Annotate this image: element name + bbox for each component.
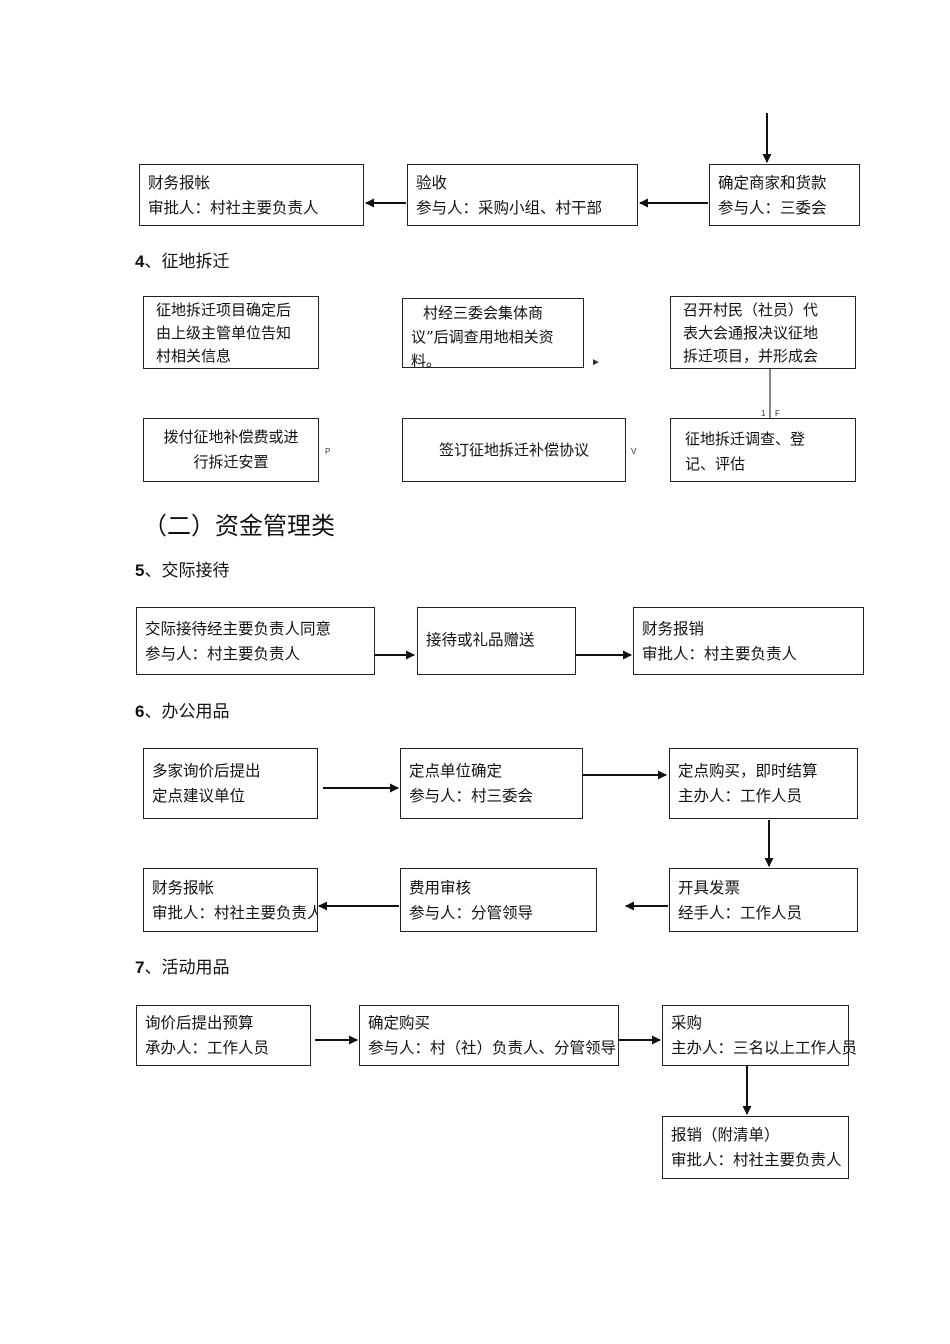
s4-project-notice-box: 征地拆迁项目确定后 由上级主管单位告知 村相关信息 <box>143 296 319 369</box>
s4-villager-meeting-box: 召开村民（社员）代 表大会通报决议征地 拆迁项目，并形成会 <box>670 296 856 369</box>
section-funds-title: （二）资金管理类 <box>143 512 335 540</box>
section4-heading: 4、征地拆迁 <box>135 252 230 272</box>
acceptance-box: 验收 参与人：采购小组、村干部 <box>407 164 638 226</box>
s7-procurement-box: 采购 主办人：三名以上工作人员 <box>662 1005 857 1066</box>
s7-confirm-purchase-box: 确定购买 参与人：村（社）负责人、分管领导 <box>359 1005 619 1066</box>
box-sub: 参与人：采购小组、村干部 <box>416 199 603 217</box>
box-title: 验收 <box>416 174 448 192</box>
s4-sign-agreement-box: 签订征地拆迁补偿协议 <box>402 418 626 482</box>
s5-reception-gift-box: 接待或礼品赠送 <box>417 607 576 675</box>
s6-inquiry-box: 多家询价后提出 定点建议单位 <box>143 748 318 819</box>
s6-finance-box: 财务报帐 审批人：村社主要负责人 <box>143 868 318 932</box>
section5-heading: 5、交际接待 <box>135 561 230 581</box>
s6-invoice-box: 开具发票 经手人：工作人员 <box>669 868 858 932</box>
box-sub: 审批人：村社主要负责人 <box>148 199 319 217</box>
s5-finance-box: 财务报销 审批人：村主要负责人 <box>633 607 864 675</box>
s4-mark-p: P <box>325 447 331 456</box>
s4-survey-register-box: 征地拆迁调查、登 记、评估 <box>670 418 856 482</box>
s4-mark-one: 1 <box>761 409 766 418</box>
s4-mark-v: V <box>631 447 637 456</box>
section7-heading: 7、活动用品 <box>135 958 230 978</box>
s4-compensation-pay-box: 拨付征地补偿费或进 行拆迁安置 <box>143 418 319 482</box>
s4-mark-f: F <box>775 409 780 418</box>
s5-approval-box: 交际接待经主要负责人同意 参与人：村主要负责人 <box>136 607 375 675</box>
box-title: 确定商家和货款 <box>718 174 827 192</box>
s6-expense-audit-box: 费用审核 参与人：分管领导 <box>400 868 597 932</box>
s6-designated-unit-box: 定点单位确定 参与人：村三委会 <box>400 748 583 819</box>
s6-purchase-settle-box: 定点购买，即时结算 主办人：工作人员 <box>669 748 858 819</box>
s4-committee-survey-box: 村经三委会集体商 议”后调查用地相关资 料。 <box>402 298 584 368</box>
section6-heading: 6、办公用品 <box>135 702 230 722</box>
box-sub: 参与人：三委会 <box>718 199 827 217</box>
merchant-payment-box: 确定商家和货款 参与人：三委会 <box>709 164 860 226</box>
s4-arrow-marker: ► <box>591 357 601 368</box>
s7-reimburse-box: 报销（附清单） 审批人：村社主要负责人 <box>662 1116 849 1179</box>
box-title: 财务报帐 <box>148 174 211 192</box>
finance-reimburse-box: 财务报帐 审批人：村社主要负责人 <box>139 164 364 226</box>
s7-budget-box: 询价后提出预算 承办人：工作人员 <box>136 1005 311 1066</box>
